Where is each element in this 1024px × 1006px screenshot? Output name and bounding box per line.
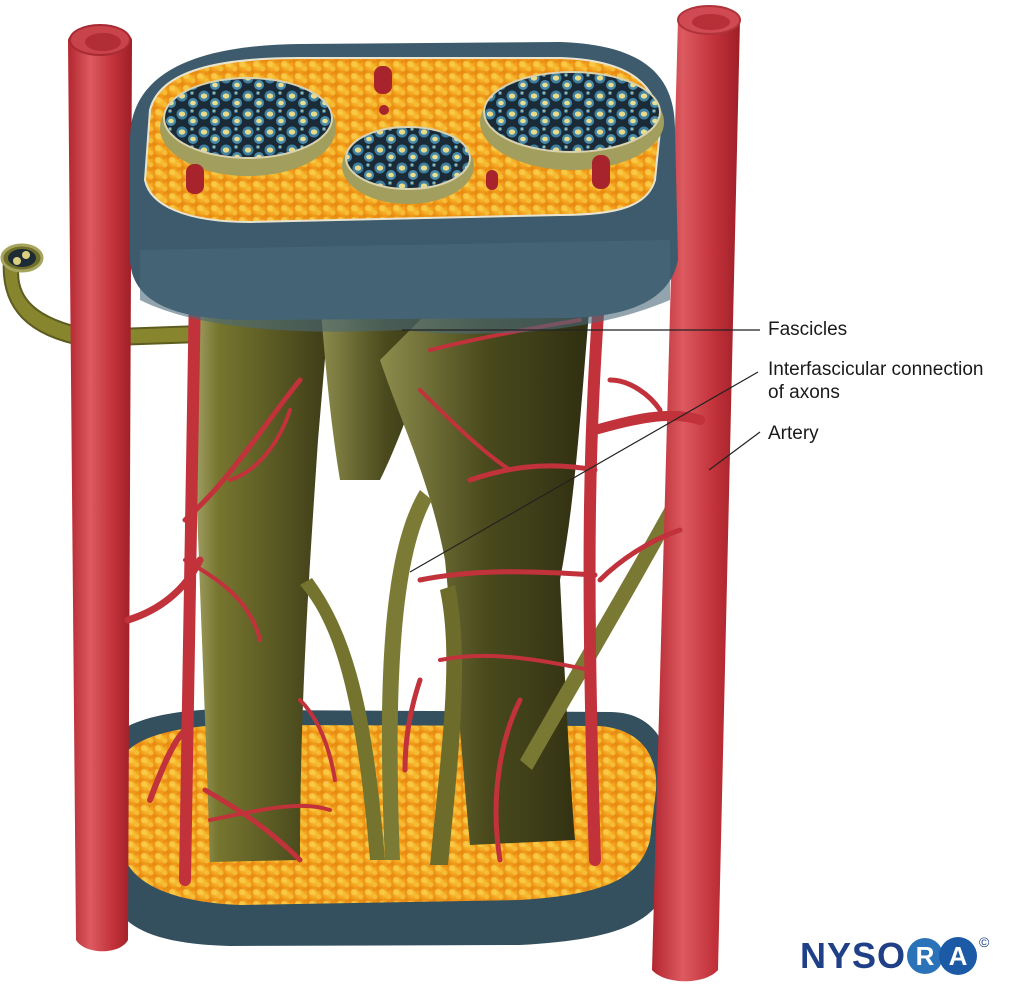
label-artery: Artery — [768, 423, 819, 444]
left-artery — [68, 24, 132, 952]
fascicle-section-left — [160, 77, 336, 176]
side-nerve-branch — [0, 243, 201, 348]
label-interfascicular-line2: of axons — [768, 382, 840, 403]
label-interfascicular-line1: Interfascicular connection — [768, 359, 984, 380]
logo-circle-a: A — [939, 937, 978, 975]
leader-line-interfascicular — [409, 371, 759, 573]
fascicle-section-right — [480, 71, 664, 170]
label-interfascicular-connection: Interfascicular connection of axons — [768, 358, 983, 404]
logo-circle-r: R — [907, 938, 944, 974]
vascular-branches — [124, 279, 705, 886]
fascicle-cross-sections — [160, 66, 664, 204]
logo-text: NYSO — [800, 935, 907, 976]
leader-lines — [402, 329, 761, 573]
nysora-logo: NYSO R A © — [800, 934, 990, 976]
leader-line-artery — [708, 431, 761, 471]
copyright-icon: © — [979, 934, 990, 950]
fascicle-section-center — [342, 126, 474, 204]
fascicles — [190, 300, 700, 865]
label-fascicles: Fascicles — [768, 319, 848, 340]
